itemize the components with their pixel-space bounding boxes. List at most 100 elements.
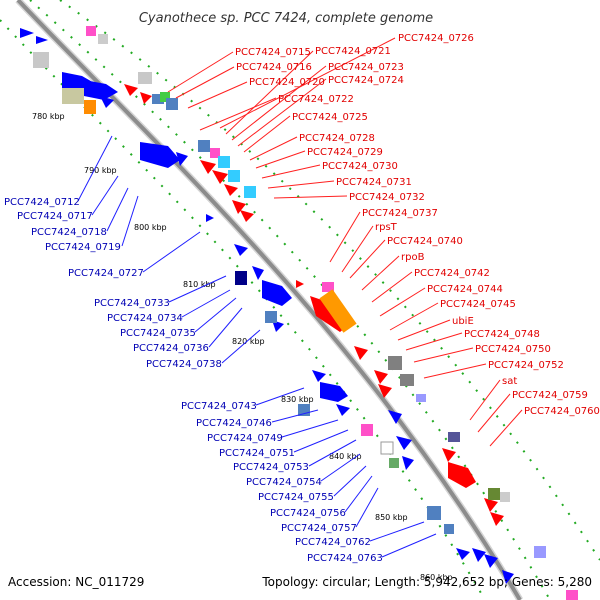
gene-arrow [388,410,402,424]
gene-arrow [234,244,248,256]
gene-label: PCC7424_0757 [281,523,357,534]
gene-label: PCC7424_0745 [440,299,516,310]
topology-text: Topology: circular; Length: 5,942,652 bp… [261,575,592,589]
gene-box [389,458,399,468]
map-title: Cyanothece sp. PCC 7424, complete genome [139,11,433,26]
gene-box [98,34,108,44]
leader-line [77,135,113,202]
leader-line [168,275,227,303]
gene-label: PCC7424_0763 [307,553,383,564]
leader-line [477,393,511,433]
reverse-gene-labels: PCC7424_0712 PCC7424_0717 PCC7424_0718 P… [4,197,383,564]
leader-line [175,66,235,99]
gene-box [62,88,84,104]
gene-label: PCC7424_0751 [219,448,295,459]
gene-box [228,170,240,182]
gene-label: PCC7424_0726 [398,33,474,44]
gene-arrow [224,184,238,196]
genome-backbone [16,0,522,600]
leader-line [249,136,298,161]
gene-box [235,271,247,285]
gene-arrow [396,436,412,450]
leader-line [121,195,139,247]
gene-label: PCC7424_0728 [299,133,375,144]
gene-label: PCC7424_0717 [17,211,93,222]
gene-box [138,72,152,84]
leader-line [379,287,426,317]
leader-line [329,211,361,263]
leader-line [381,533,437,558]
gene-box [388,356,402,370]
leader-line [273,195,348,199]
gene-label: PCC7424_0737 [362,208,438,219]
gene-box [448,432,460,442]
gene-arrow [502,570,514,584]
gene-arrow [212,170,228,184]
gene-arrow [200,160,216,174]
gene-arrow [442,448,456,462]
gene-label: PCC7424_0718 [31,227,107,238]
leader-line [208,307,243,348]
gene-box [244,186,256,198]
gene-label: PCC7424_0760 [524,406,600,417]
leader-line [167,51,234,93]
gene-label: PCC7424_0762 [295,537,371,548]
tick-label: 780 kbp [32,112,65,121]
gene-label: sat [502,376,517,387]
gene-label: rpoB [401,252,425,263]
gene-label: PCC7424_0740 [387,236,463,247]
leader-line [349,239,386,279]
leader-line [237,78,327,147]
leader-line [341,225,374,273]
gene-arrow [206,214,214,222]
leader-line [187,81,248,109]
gene-arrow [296,280,304,288]
gene-box [84,100,96,114]
tick-label: 820 kbp [232,337,265,346]
gene-arrow [448,462,476,488]
leader-line [308,439,357,467]
leader-line [91,175,119,216]
gene-label: PCC7424_0730 [322,161,398,172]
tick-label: 850 kbp [375,513,408,522]
tick-label: 840 kbp [329,452,362,461]
gene-box [166,98,178,110]
leader-line [199,97,277,131]
track-guide-outer [59,0,600,561]
gene-arrow [36,36,48,44]
gene-label: ubiE [452,316,474,327]
gene-label: PCC7424_0744 [427,284,503,295]
gene-label: PCC7424_0755 [258,492,334,503]
leader-line [194,297,237,333]
gene-label: PCC7424_0723 [328,62,404,73]
gene-label: PCC7424_0756 [270,508,346,519]
leader-line [389,302,439,331]
leader-line [106,187,129,232]
tick-label: 810 kbp [183,280,216,289]
gene-label: PCC7424_0724 [328,75,404,86]
gene-arrow [100,96,114,108]
gene-box [361,424,373,436]
gene-box [444,524,454,534]
forward-gene-labels: PCC7424_0726 PCC7424_0721 PCC7424_0715 P… [235,33,600,417]
leader-line [142,231,201,273]
tick-labels: 780 kbp 790 kbp 800 kbp 810 kbp 820 kbp … [32,112,453,582]
gene-arrow [124,84,138,96]
gene-box [210,148,220,158]
gene-label: PCC7424_0753 [233,462,309,473]
gene-box [265,311,277,323]
gene-label: PCC7424_0716 [236,62,312,73]
leader-line [293,429,349,453]
gene-label: PCC7424_0749 [207,433,283,444]
leader-line [355,487,379,528]
gene-label: PCC7424_0722 [278,94,354,105]
gene-arrow [374,370,388,384]
gene-box [160,92,170,102]
gene-arrow [262,280,292,306]
gene-label: rpsT [375,222,398,233]
leader-line [281,419,339,438]
gene-arrow [252,266,264,280]
gene-arrow [140,92,152,104]
leader-line [344,475,373,513]
